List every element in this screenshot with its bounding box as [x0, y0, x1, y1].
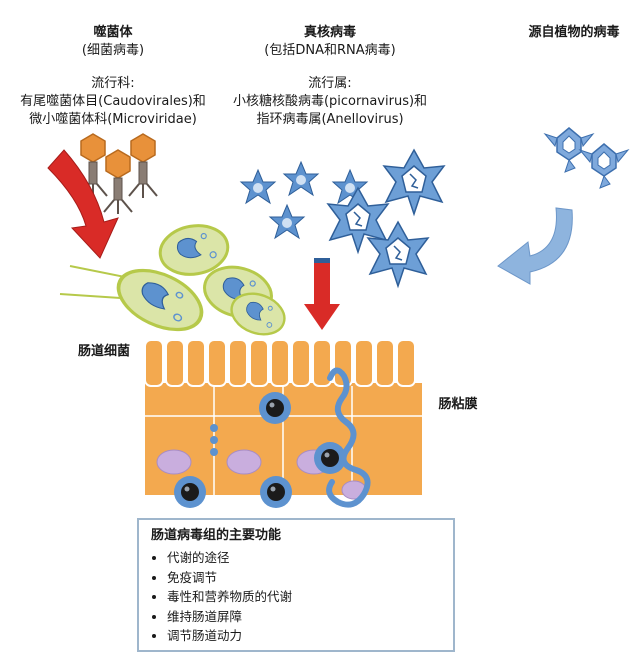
star-virus [269, 204, 305, 239]
function-item: 调节肠道动力 [167, 626, 441, 646]
intestinal-epithelium [144, 339, 422, 500]
plant-virus [544, 127, 594, 173]
phage-virus [103, 149, 133, 215]
plant-virus-arrow [497, 207, 573, 285]
phage-subtitle: (细菌病毒) [81, 43, 145, 58]
phage-family-heading: 流行科: [91, 76, 135, 91]
bacteria-label: 肠道细菌 [77, 344, 130, 359]
phage-family-line1: 有尾噬菌体目(Caudovirales)和 [20, 94, 206, 109]
phage-family-line2: 微小噬菌体科(Microviridae) [29, 112, 197, 127]
plant-virus [579, 143, 629, 189]
eukaryotic-arrow-head [304, 304, 340, 330]
plant-virus-title: 源自植物的病毒 [528, 25, 620, 40]
functions-box: 肠道病毒组的主要功能 代谢的途径 免疫调节 毒性和营养物质的代谢 维持肠道屏障 … [137, 518, 455, 652]
immune-cell [174, 392, 346, 508]
bacteria-cluster [59, 218, 292, 344]
function-item: 毒性和营养物质的代谢 [167, 587, 441, 607]
eukaryotic-title: 真核病毒 [303, 25, 356, 40]
star-virus [240, 169, 276, 204]
function-item: 代谢的途径 [167, 548, 441, 568]
eukaryotic-subtitle: (包括DNA和RNA病毒) [264, 43, 396, 58]
phage-title: 噬菌体 [93, 25, 133, 40]
phage-virus [128, 133, 158, 199]
eukaryotic-genus-heading: 流行属: [308, 76, 352, 91]
eukaryotic-arrow-shaft [314, 258, 330, 306]
phage-arrow [47, 149, 119, 259]
eukaryotic-virus [383, 149, 445, 215]
functions-list: 代谢的途径 免疫调节 毒性和营养物质的代谢 维持肠道屏障 调节肠道动力 [151, 548, 441, 646]
eukaryotic-genus-line1: 小核糖核酸病毒(picornavirus)和 [232, 94, 428, 109]
mucosa-label: 肠粘膜 [438, 397, 478, 412]
function-item: 免疫调节 [167, 568, 441, 588]
functions-title: 肠道病毒组的主要功能 [151, 528, 282, 543]
eukaryotic-genus-line2: 指环病毒属(Anellovirus) [256, 112, 404, 127]
function-item: 维持肠道屏障 [167, 607, 441, 627]
star-virus [283, 161, 319, 196]
viral-strand [326, 367, 371, 508]
